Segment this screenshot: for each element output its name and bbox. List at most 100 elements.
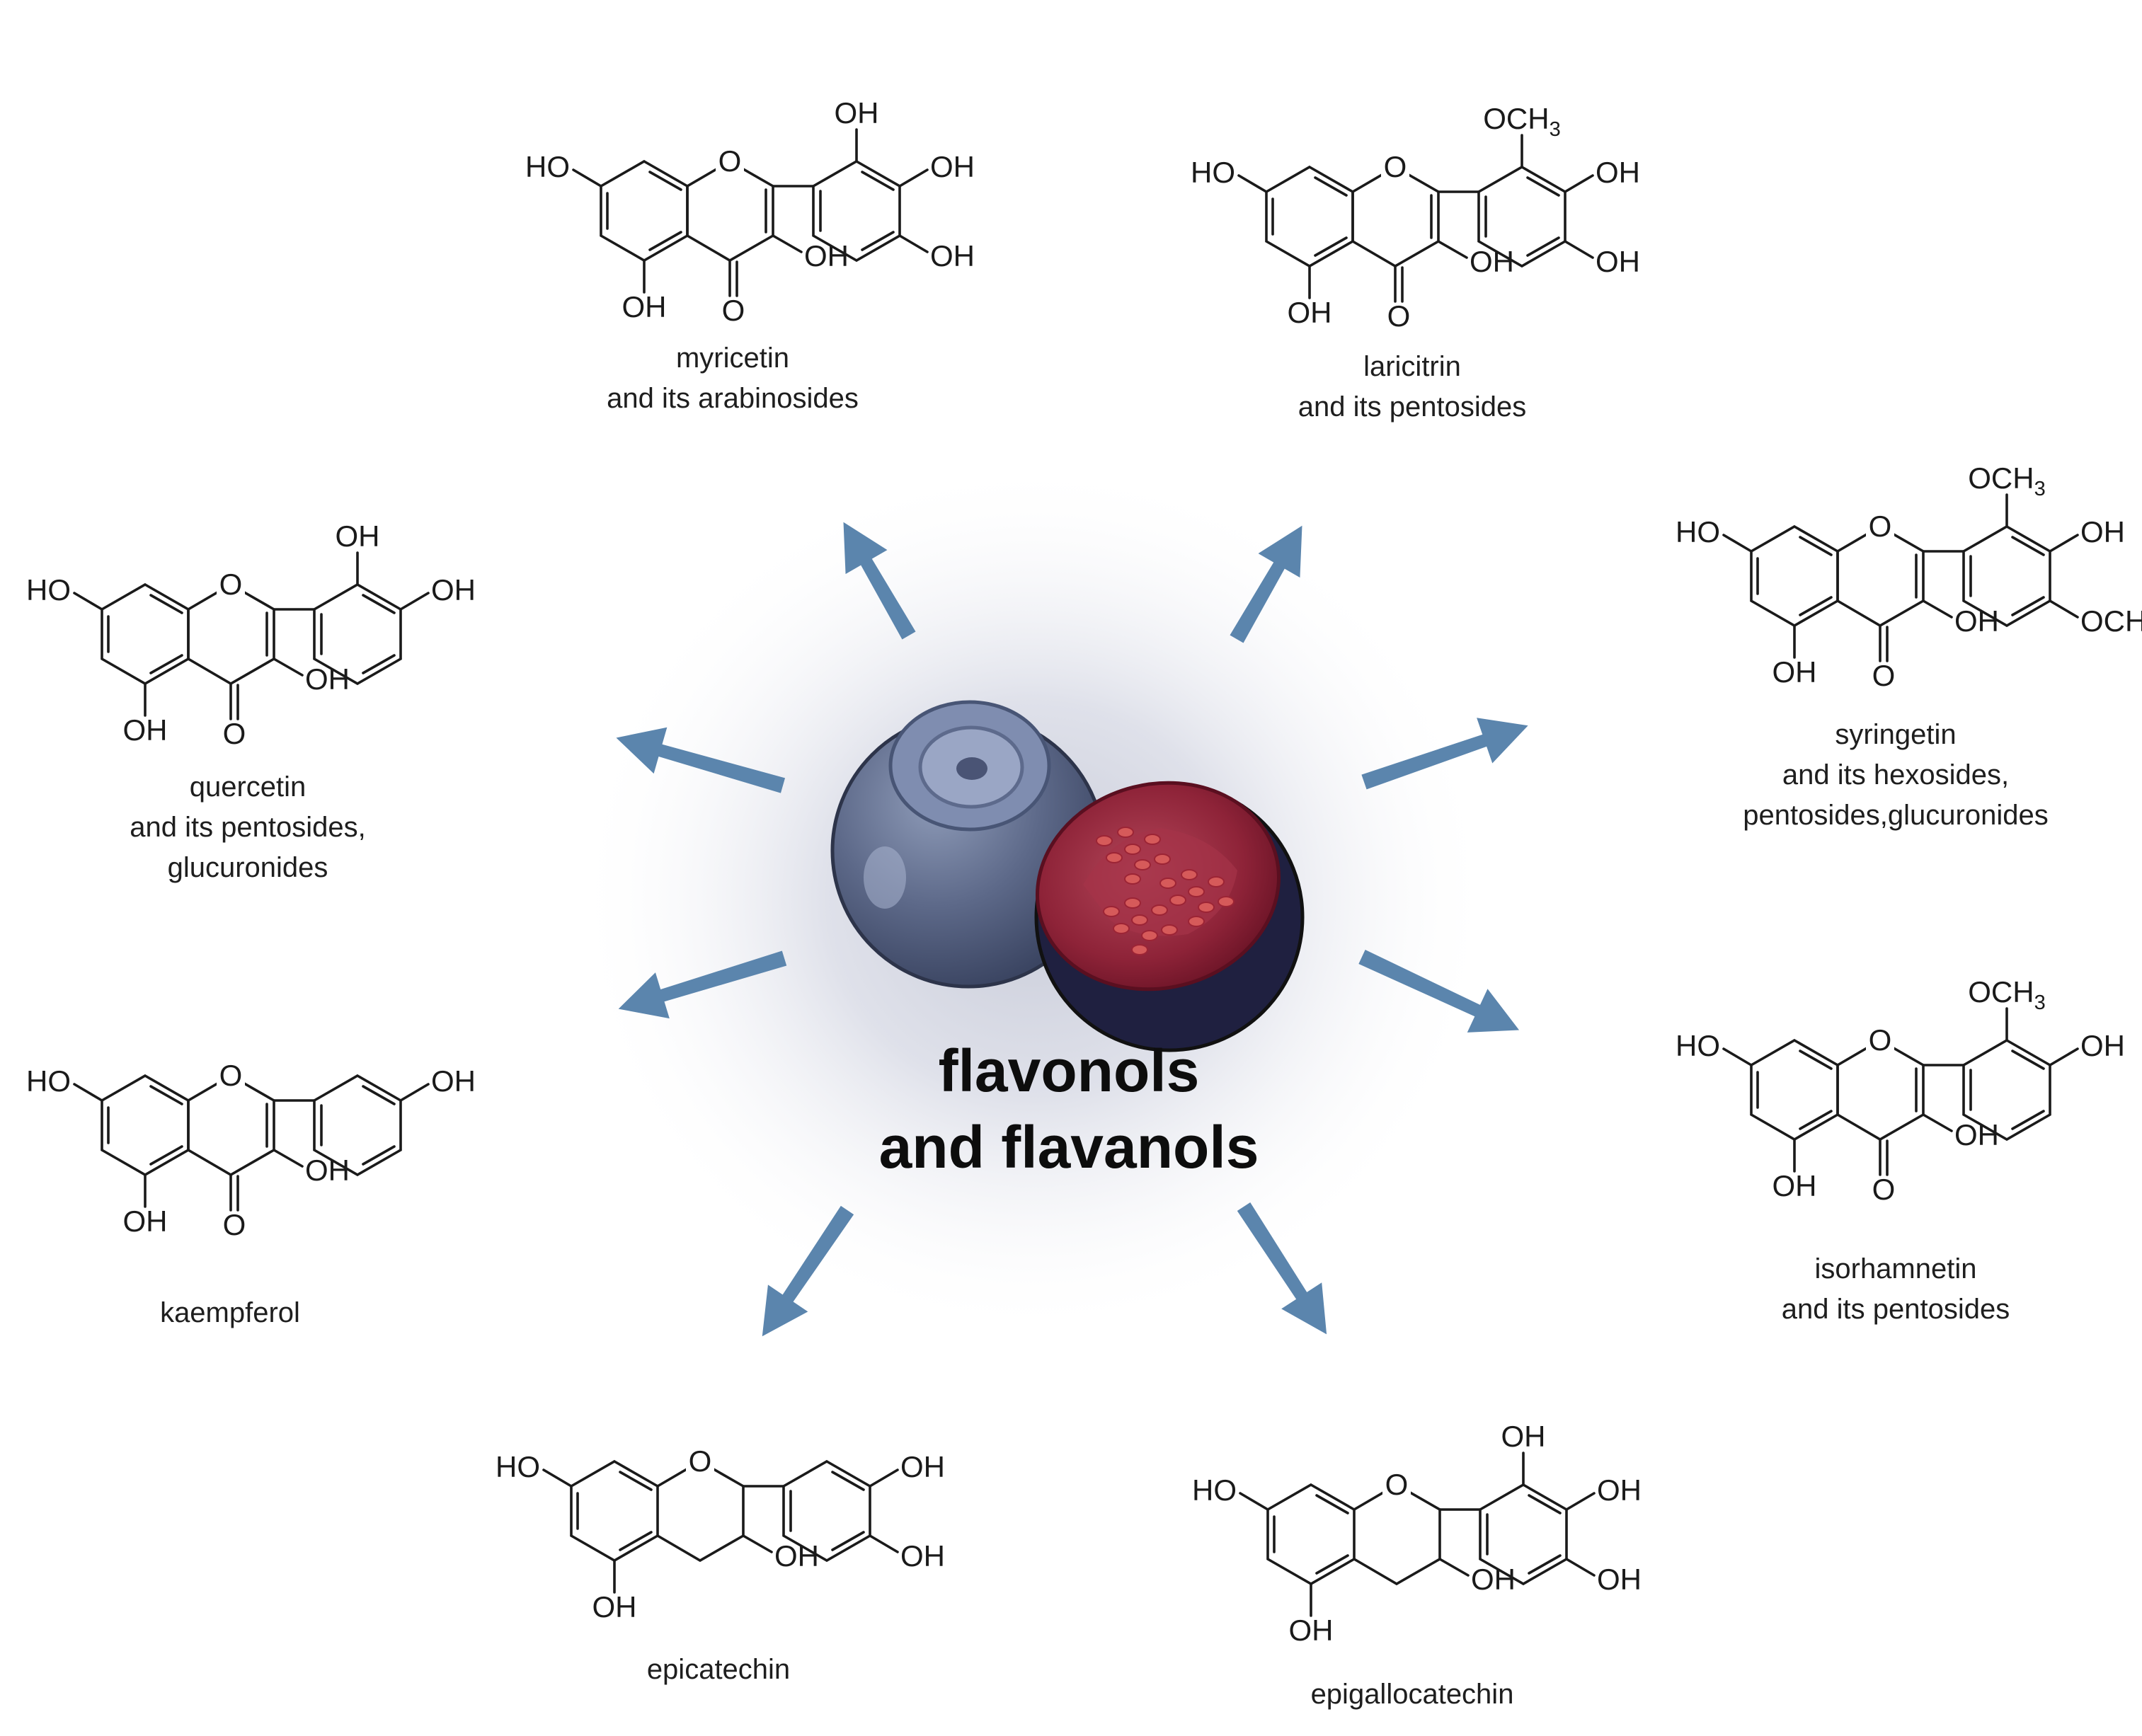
atom-oh: OH (431, 1064, 476, 1098)
atom-oh: OH (1289, 1614, 1334, 1647)
structure-kaempferol: O HO OH O OH OH (26, 1059, 476, 1241)
arrows (616, 522, 1528, 1337)
atom-oh: OH (1288, 296, 1332, 329)
atom-och3: OCH (1968, 975, 2034, 1008)
atom-oh: OH (1501, 1420, 1546, 1453)
atom-ho: HO (525, 150, 570, 183)
atom-oh: OH (305, 1154, 350, 1187)
atom-o: O (223, 717, 246, 750)
caption-laricitrin-2: and its pentosides (1298, 391, 1526, 422)
atom-och3: OCH (1483, 102, 1549, 135)
caption-syringetin-1: syringetin (1835, 719, 1956, 750)
caption-laricitrin-1: laricitrin (1363, 351, 1461, 382)
atom-oh: OH (305, 662, 350, 696)
atom-o: O (718, 144, 742, 178)
caption-kaempferol: kaempferol (160, 1297, 300, 1328)
atom-o: O (219, 568, 243, 601)
atom-o: O (1869, 510, 1892, 543)
atom-o: O (1872, 1173, 1896, 1206)
svg-text:OCH3: OCH3 (1968, 975, 2045, 1014)
atom-o: O (1869, 1023, 1892, 1057)
atom-oh: OH (1471, 1563, 1516, 1596)
atom-ho: HO (26, 573, 71, 607)
arrow-syringetin (1361, 718, 1528, 790)
caption-quercetin-2: and its pentosides, (130, 812, 366, 843)
atom-o: O (1384, 150, 1407, 183)
atom-ho: HO (496, 1450, 540, 1483)
subscript-3: 3 (2034, 991, 2046, 1014)
atom-oh: OH (431, 573, 476, 607)
atom-oh: OH (123, 713, 168, 747)
atom-o: O (1387, 299, 1411, 333)
atom-oh: OH (900, 1539, 945, 1573)
atom-oh: OH (1772, 655, 1817, 689)
arrow-myricetin (843, 522, 916, 640)
arrow-kaempferol (618, 950, 787, 1019)
atom-och3: OCH (2080, 604, 2142, 638)
structure-isorhamnetin: O HO OH O OH OCH3 OH (1676, 975, 2125, 1206)
caption-myricetin-1: myricetin (676, 343, 789, 374)
atom-oh: OH (1597, 1473, 1642, 1507)
structure-quercetin: O HO OH O OH OH OH (26, 519, 476, 750)
atom-ho: HO (1676, 1029, 1720, 1062)
atom-oh: OH (592, 1590, 637, 1623)
caption-quercetin-1: quercetin (190, 771, 307, 803)
caption-isorhamnetin-1: isorhamnetin (1814, 1253, 1976, 1284)
fig-half-icon (1034, 781, 1305, 1052)
atom-o: O (689, 1444, 712, 1478)
atom-o: O (1872, 659, 1896, 692)
structure-syringetin: O HO OH O OH OCH3 OH OCH3 (1676, 461, 2142, 692)
atom-ho: HO (1192, 1473, 1237, 1507)
svg-text:OCH3: OCH3 (1483, 102, 1560, 141)
structure-epicatechin: O HO OH OH OH OH (496, 1444, 945, 1623)
atom-oh: OH (774, 1539, 819, 1573)
atom-oh: OH (835, 96, 879, 130)
structure-laricitrin: O HO OH O OH OCH3 OH OH (1191, 102, 1640, 333)
caption-quercetin-3: glucuronides (168, 852, 328, 883)
subscript-3: 3 (1550, 118, 1561, 141)
atom-oh: OH (930, 150, 975, 183)
atom-oh: OH (1954, 604, 1999, 638)
atom-oh: OH (2080, 1029, 2125, 1062)
caption-isorhamnetin-2: and its pentosides (1782, 1294, 2010, 1325)
atom-oh: OH (622, 290, 667, 323)
atom-och3: OCH (1968, 461, 2034, 495)
atom-o: O (1385, 1468, 1409, 1501)
atom-oh: OH (930, 239, 975, 272)
caption-epigallocatechin: epigallocatechin (1311, 1679, 1514, 1710)
atom-o: O (722, 294, 745, 327)
atom-oh: OH (1596, 156, 1640, 189)
caption-syringetin-2: and its hexosides, (1782, 759, 2009, 791)
atom-oh: OH (336, 519, 380, 553)
atom-o: O (219, 1059, 243, 1092)
structure-epigallocatechin: O HO OH OH OH OH OH (1192, 1420, 1642, 1647)
svg-text:OCH3: OCH3 (2080, 604, 2142, 643)
atom-oh: OH (1597, 1563, 1642, 1596)
atom-oh: OH (1470, 245, 1514, 278)
atom-oh: OH (1596, 245, 1640, 278)
arrow-isorhamnetin (1358, 950, 1520, 1033)
atom-oh: OH (1954, 1118, 1999, 1151)
atom-ho: HO (1191, 156, 1235, 189)
atom-oh: OH (1772, 1169, 1817, 1202)
atom-oh: OH (804, 239, 849, 272)
caption-myricetin-2: and its arabinosides (607, 383, 859, 414)
atom-oh: OH (900, 1450, 945, 1483)
atom-ho: HO (26, 1064, 71, 1098)
atom-oh: OH (2080, 515, 2125, 548)
arrow-quercetin (616, 727, 786, 793)
atom-ho: HO (1676, 515, 1720, 548)
arrow-epigallocatechin (1237, 1202, 1327, 1335)
arrow-laricitrin (1230, 525, 1302, 643)
atom-oh: OH (123, 1205, 168, 1238)
title-line2: and flavanols (879, 1114, 1259, 1180)
subscript-3: 3 (2034, 478, 2046, 500)
arrow-epicatechin (762, 1205, 854, 1337)
svg-text:OCH3: OCH3 (1968, 461, 2045, 500)
caption-syringetin-3: pentosides,glucuronides (1743, 800, 2048, 831)
title-line1: flavonols (939, 1037, 1200, 1104)
atom-o: O (223, 1208, 246, 1241)
structure-myricetin: O HO OH O OH OH OH OH (525, 96, 975, 327)
